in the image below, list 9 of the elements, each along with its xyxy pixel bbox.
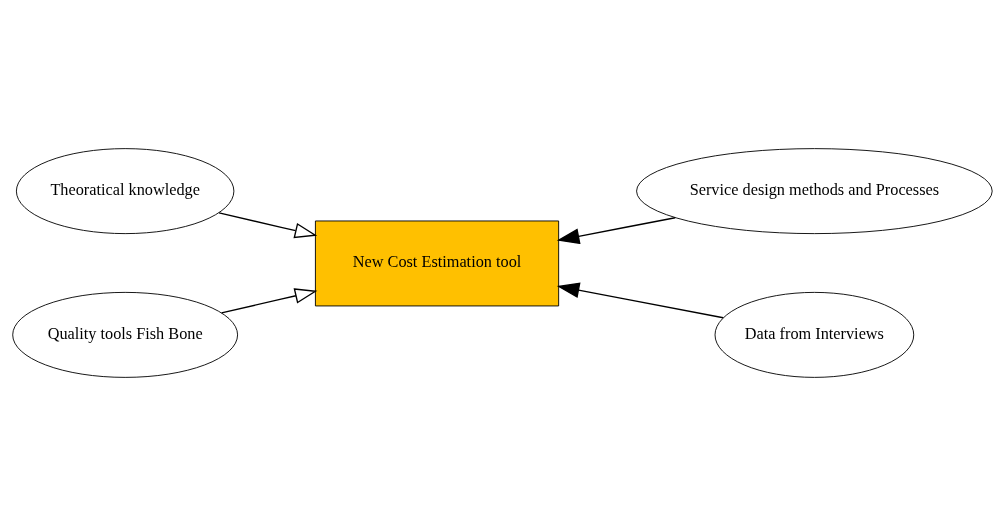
arrow xyxy=(556,216,676,244)
arrow xyxy=(218,211,318,238)
node-ellipse: Theoratical knowledge xyxy=(15,147,235,234)
node-box: New Cost Estimation tool xyxy=(314,220,560,306)
arrow xyxy=(556,282,724,318)
node-ellipse: Service design methods and Processes xyxy=(636,147,993,234)
node-ellipse: Quality tools Fish Bone xyxy=(12,291,239,378)
node-ellipse: Data from Interviews xyxy=(714,291,915,378)
arrow xyxy=(220,287,318,314)
